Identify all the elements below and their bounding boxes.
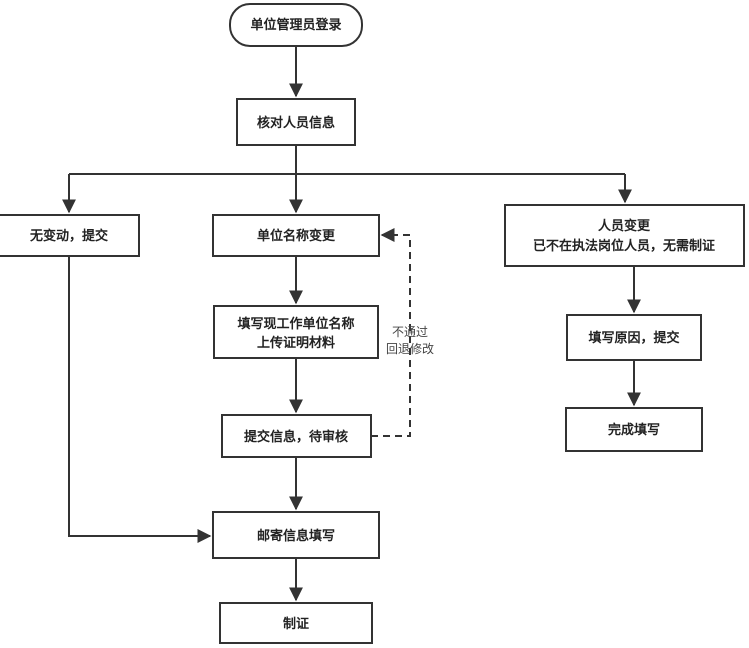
edge-no-change-to-mailing bbox=[68, 256, 212, 543]
edge-label-reject: 不通过 回退修改 bbox=[386, 325, 434, 356]
node-fill-reason: 填写原因，提交 bbox=[566, 314, 702, 361]
node-personnel-change: 人员变更 已不在执法岗位人员，无需制证 bbox=[504, 204, 745, 267]
node-verify: 核对人员信息 bbox=[236, 98, 356, 146]
node-fill-new-name-line2: 上传证明材料 bbox=[257, 335, 335, 351]
node-personnel-change-line1: 人员变更 bbox=[598, 218, 651, 234]
edge-label-reject-line2: 回退修改 bbox=[386, 341, 434, 356]
edge-label-reject-line1: 不通过 bbox=[392, 325, 428, 339]
node-submit-pending: 提交信息，待审核 bbox=[221, 414, 372, 458]
node-verify-label: 核对人员信息 bbox=[257, 115, 335, 131]
edges bbox=[62, 46, 641, 602]
node-login: 单位管理员登录 bbox=[229, 3, 363, 47]
node-submit-pending-label: 提交信息，待审核 bbox=[244, 429, 348, 445]
node-name-change-label: 单位名称变更 bbox=[257, 228, 336, 244]
node-mailing-info-label: 邮寄信息填写 bbox=[257, 528, 335, 544]
node-certificate-label: 制证 bbox=[283, 616, 309, 632]
node-personnel-change-line2: 已不在执法岗位人员，无需制证 bbox=[533, 238, 715, 254]
node-certificate: 制证 bbox=[219, 602, 373, 644]
node-fill-reason-label: 填写原因，提交 bbox=[588, 330, 679, 346]
node-complete-label: 完成填写 bbox=[608, 422, 660, 438]
node-name-change: 单位名称变更 bbox=[212, 214, 380, 257]
node-login-label: 单位管理员登录 bbox=[250, 17, 341, 33]
node-complete: 完成填写 bbox=[565, 407, 703, 452]
node-no-change-label: 无变动，提交 bbox=[29, 228, 108, 244]
node-fill-new-name-line1: 填写现工作单位名称 bbox=[237, 316, 354, 332]
edge-reject-dashed bbox=[371, 228, 411, 437]
node-fill-new-name: 填写现工作单位名称 上传证明材料 bbox=[213, 305, 379, 359]
node-no-change: 无变动，提交 bbox=[0, 214, 140, 257]
node-mailing-info: 邮寄信息填写 bbox=[212, 511, 380, 559]
